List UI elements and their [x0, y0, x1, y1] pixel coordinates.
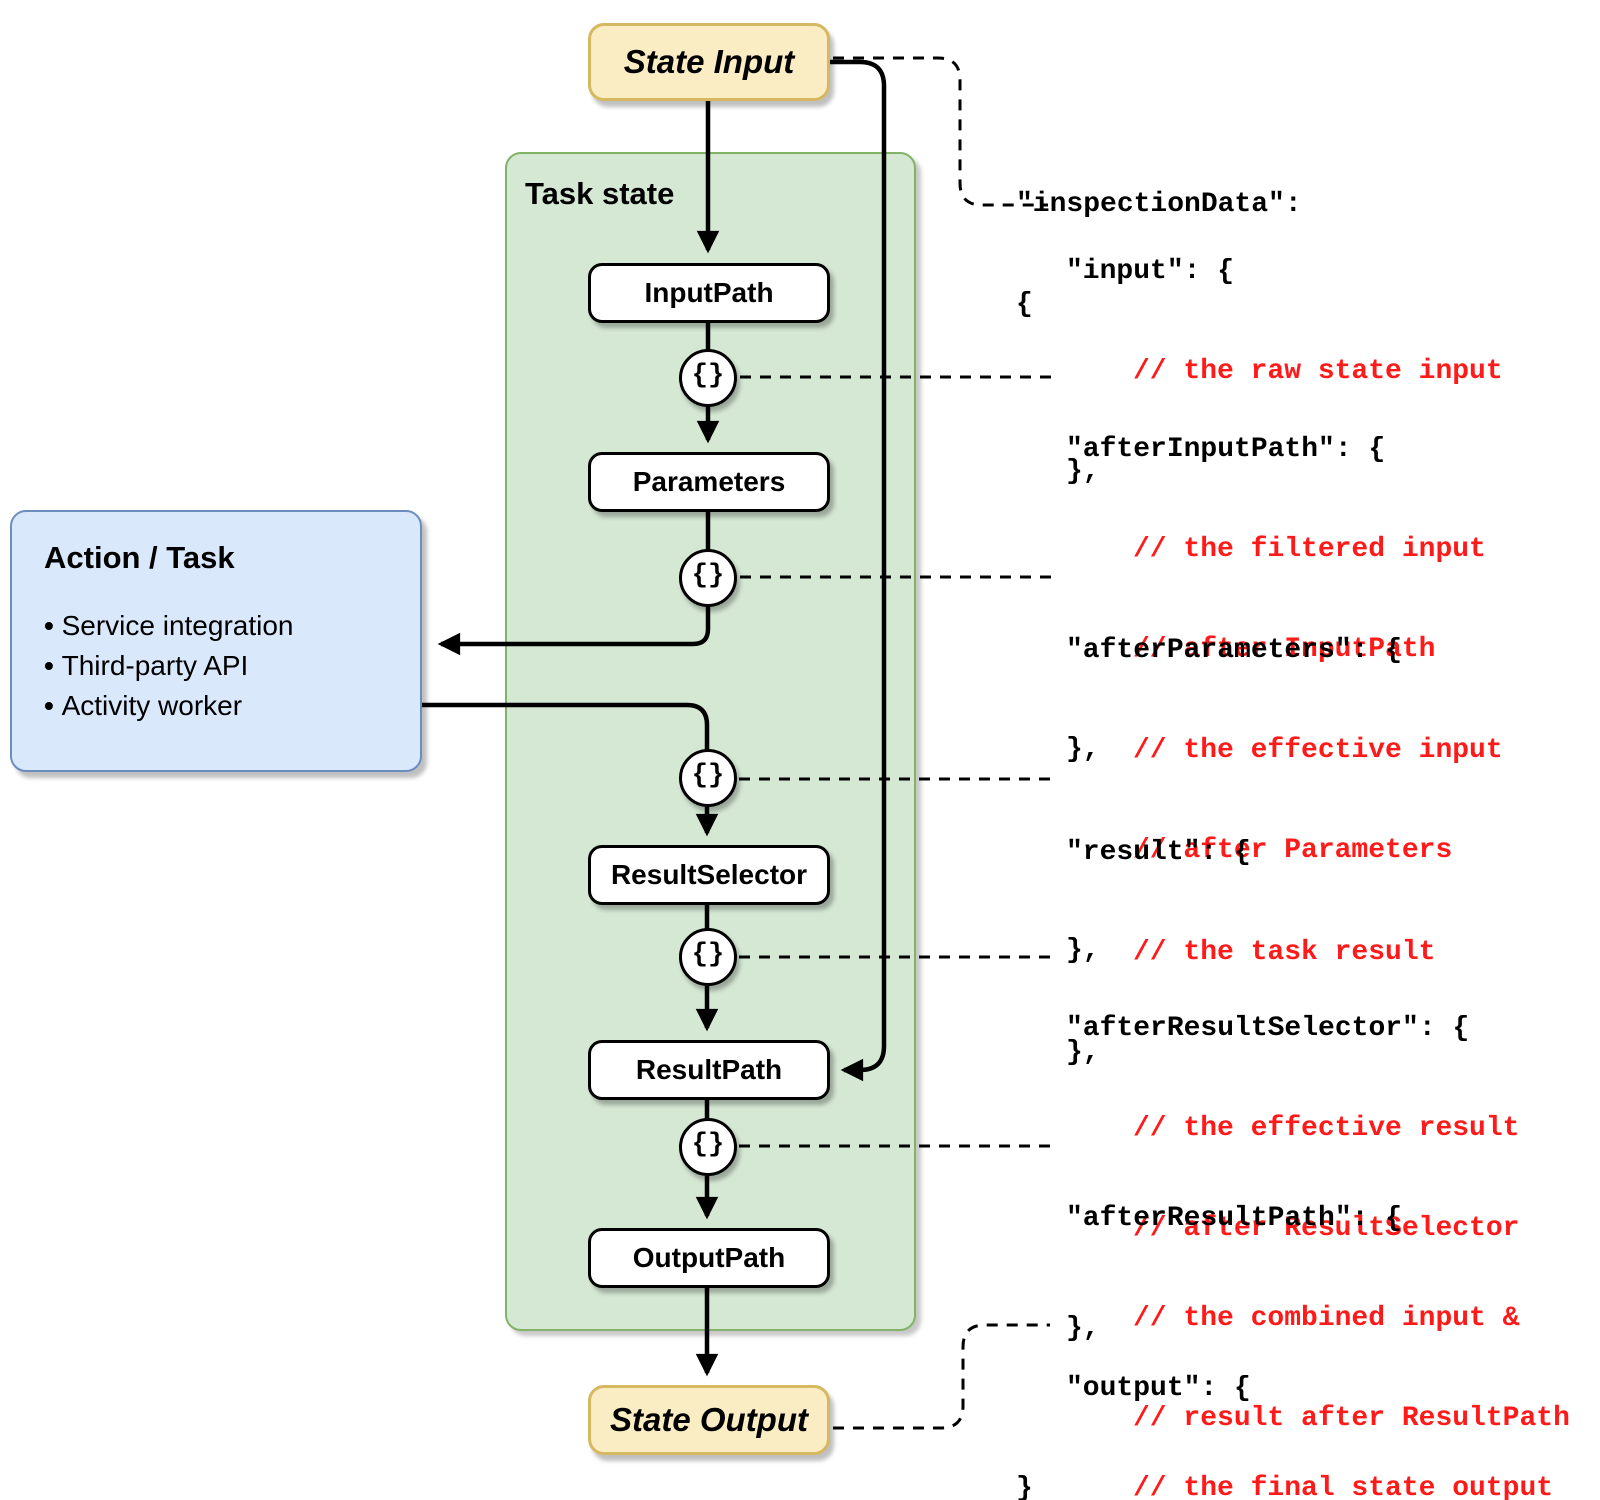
code-comment: // after Parameters — [1133, 835, 1453, 867]
code-key: "afterResultSelector": { — [1066, 1012, 1470, 1044]
code-root-close-brace: } — [1016, 1472, 1033, 1500]
code-entry-afterresultselector: "afterResultSelector": { // the effectiv… — [1066, 945, 1519, 1413]
code-close: }, — [1066, 935, 1100, 967]
code-root-close: } — [1016, 1405, 1083, 1500]
code-root-key: "inspectionData": — [1016, 188, 1302, 220]
braces-icon: {} — [691, 761, 725, 791]
braces-icon: {} — [691, 561, 725, 591]
dashed-state-output-to-output-json — [833, 1323, 1050, 1430]
state-input-node: State Input — [588, 23, 830, 101]
code-root-open-brace: { — [1016, 289, 1033, 321]
code-comment: // the effective result — [1133, 1113, 1520, 1145]
code-key: "afterResultPath": { — [1066, 1202, 1403, 1234]
code-close: }, — [1066, 1037, 1100, 1069]
inspect-circle-after-resultselector: {} — [679, 928, 737, 986]
code-entry-result: "result": { // the task result }, — [1066, 769, 1435, 1136]
code-entry-output: "output": { // the final state output } — [1066, 1305, 1553, 1500]
edge-inspect2-to-action-task — [437, 607, 711, 656]
code-comment: // after InputPath — [1133, 634, 1436, 666]
code-comment: // the final state output — [1133, 1473, 1554, 1500]
outputpath-node: OutputPath — [588, 1228, 830, 1288]
action-task-node: Action / Task Service integration Third-… — [10, 510, 422, 772]
edge-state-input-to-resultpath — [830, 59, 887, 1082]
action-task-bullet: Service integration — [44, 606, 420, 646]
state-output-node: State Output — [588, 1385, 830, 1455]
code-root-open: "inspectionData": { — [1016, 121, 1302, 388]
code-comment: // the raw state input — [1133, 356, 1503, 388]
parameters-label: Parameters — [632, 466, 786, 497]
parameters-node: Parameters — [588, 452, 830, 512]
code-key: "output": { — [1066, 1372, 1251, 1404]
inspect-circle-after-resultpath: {} — [679, 1118, 737, 1176]
code-comment: // the effective input — [1133, 735, 1503, 767]
code-comment: // the combined input & — [1133, 1303, 1520, 1335]
action-task-bullet: Third-party API — [44, 646, 420, 686]
code-comment: // after ResultSelector — [1133, 1213, 1520, 1245]
inspect-circle-after-inputpath: {} — [679, 349, 737, 407]
action-task-bullet: Activity worker — [44, 686, 420, 726]
resultpath-label: ResultPath — [635, 1054, 783, 1085]
code-key: "result": { — [1066, 836, 1251, 868]
braces-icon: {} — [691, 1130, 725, 1160]
braces-icon: {} — [691, 361, 725, 391]
code-close: }, — [1066, 1313, 1100, 1345]
braces-icon: {} — [691, 940, 725, 970]
code-comment: // the task result — [1133, 937, 1436, 969]
resultpath-node: ResultPath — [588, 1040, 830, 1100]
code-entry-afterresultpath: "afterResultPath": { // the combined inp… — [1066, 1135, 1570, 1500]
state-output-label: State Output — [610, 1401, 808, 1438]
code-close: }, — [1066, 734, 1100, 766]
code-entry-afterinputpath: "afterInputPath": { // the filtered inpu… — [1066, 366, 1486, 834]
outputpath-label: OutputPath — [632, 1242, 786, 1273]
resultselector-label: ResultSelector — [610, 859, 808, 890]
code-comment: // the filtered input — [1133, 534, 1486, 566]
action-task-title: Action / Task — [44, 540, 235, 575]
code-entry-input: "input": { // the raw state input }, — [1066, 188, 1503, 555]
code-comment: // result after ResultPath — [1133, 1403, 1570, 1435]
code-entry-afterparameters: "afterParameters": { // the effective in… — [1066, 567, 1503, 1035]
inspect-circle-task-result: {} — [679, 749, 737, 807]
code-close: }, — [1066, 456, 1100, 488]
dashed-state-input-to-input-json — [833, 56, 1048, 207]
task-state-label: Task state — [525, 176, 675, 211]
state-input-label: State Input — [623, 43, 795, 80]
inspect-circle-after-parameters: {} — [679, 549, 737, 607]
inputpath-node: InputPath — [588, 263, 830, 323]
code-key: "afterParameters": { — [1066, 634, 1403, 666]
code-key: "afterInputPath": { — [1066, 433, 1386, 465]
code-key: "input": { — [1066, 255, 1235, 287]
inputpath-label: InputPath — [644, 277, 774, 308]
action-task-list: Service integration Third-party API Acti… — [12, 606, 420, 726]
resultselector-node: ResultSelector — [588, 845, 830, 905]
edge-action-task-to-inspect3 — [422, 702, 710, 751]
